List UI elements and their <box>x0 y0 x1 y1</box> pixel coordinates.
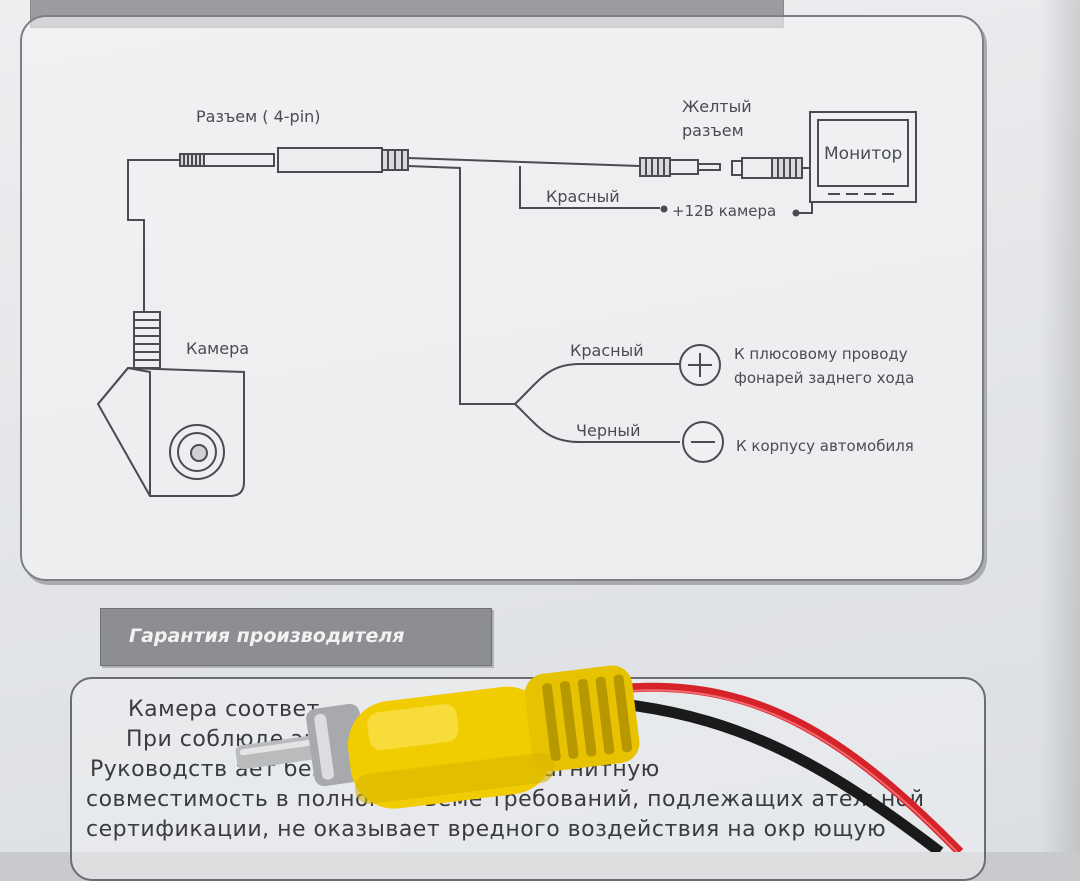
red-power-label: Красный <box>546 187 620 206</box>
warranty-title: Гарантия производителя <box>129 625 405 647</box>
camera <box>96 311 245 497</box>
black-wire <box>629 699 944 852</box>
connector-label: Разъем ( 4-pin) <box>196 107 321 126</box>
yellow-connector-label-2: разъем <box>682 121 744 140</box>
minus-description: К корпусу автомобиля <box>736 437 914 455</box>
black-wire-label: Черный <box>576 421 641 440</box>
camera-cable <box>127 159 182 312</box>
rca-cable-photo <box>235 665 964 852</box>
red-wire <box>514 363 680 405</box>
plus-description: К плюсовому проводу <box>734 345 908 363</box>
page-edge-shadow <box>1040 0 1080 852</box>
red-power-wire <box>519 166 660 209</box>
yellow-connector-label: Желтый <box>682 97 752 116</box>
rca-yellow-plug <box>347 665 640 809</box>
warranty-heading: Гарантия производителя <box>100 608 492 666</box>
camera-label: Камера <box>186 339 250 358</box>
power-label: +12В камера <box>672 202 777 220</box>
warranty-line: Камера соответ <box>128 697 320 722</box>
black-wire <box>514 403 680 443</box>
red-wire <box>629 682 964 852</box>
pin-connector-socket <box>277 147 383 173</box>
warranty-line: сертификации, не оказывает вредного возд… <box>86 817 887 842</box>
wiring-diagram <box>96 111 917 497</box>
monitor-label: Монитор <box>824 144 903 164</box>
power-cable <box>407 165 515 405</box>
plus-description-2: фонарей заднего хода <box>734 369 915 387</box>
red-wire-label: Красный <box>570 341 644 360</box>
video-cable <box>407 157 641 167</box>
